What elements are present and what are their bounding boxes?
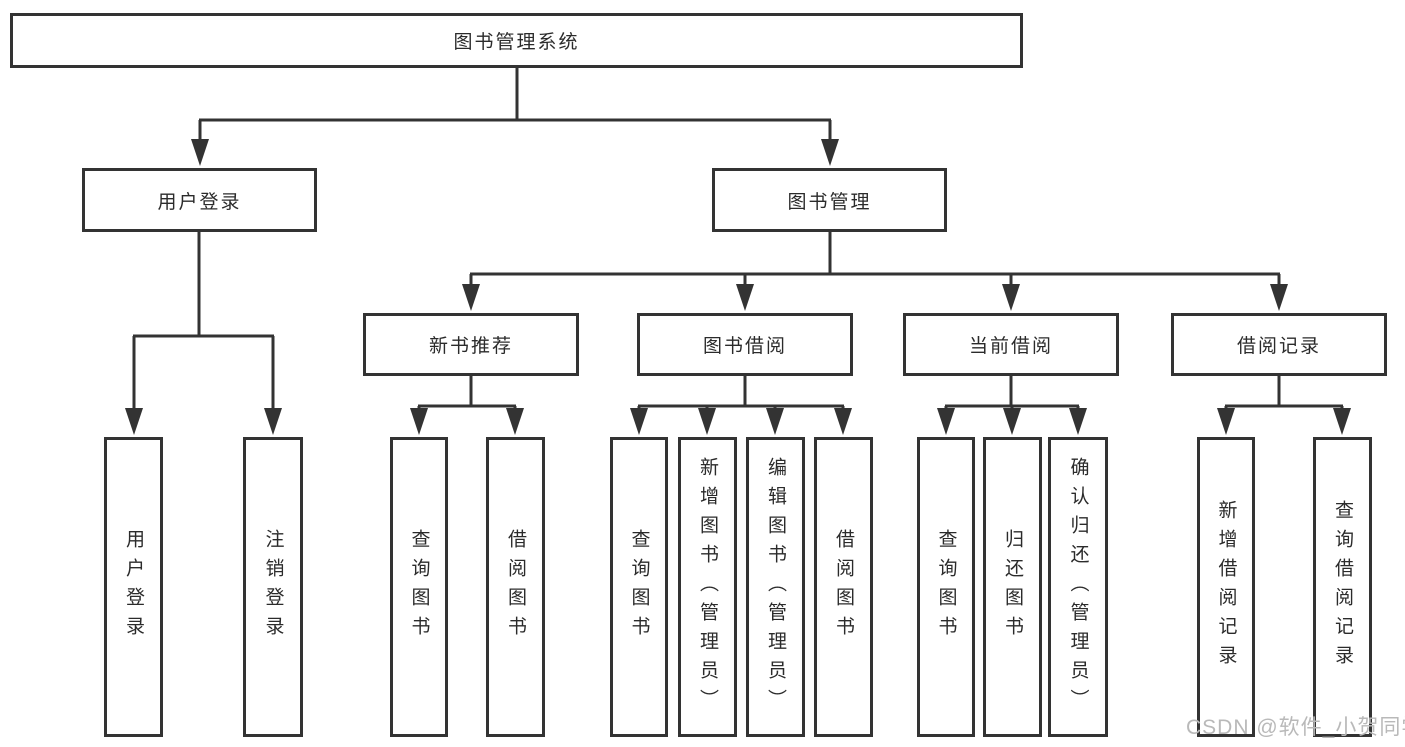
leaf-return-book-label: 归还图书 <box>1002 529 1023 645</box>
leaf-query-book-2: 查询图书 <box>610 437 668 737</box>
node-user-login: 用户登录 <box>82 168 317 232</box>
leaf-user-login: 用户登录 <box>104 437 163 737</box>
leaf-query-book-1-label: 查询图书 <box>408 529 430 645</box>
node-current-borrow: 当前借阅 <box>903 313 1119 376</box>
leaf-add-borrow-record: 新增借阅记录 <box>1197 437 1255 737</box>
leaf-query-book-2-label: 查询图书 <box>628 529 650 645</box>
leaf-return-book: 归还图书 <box>983 437 1042 737</box>
leaf-edit-book-admin: 编辑图书（管理员） <box>746 437 805 737</box>
node-user-login-label: 用户登录 <box>157 191 242 213</box>
node-library-system: 图书管理系统 <box>10 13 1023 68</box>
leaf-query-book-3-label: 查询图书 <box>935 529 957 645</box>
leaf-query-book-1: 查询图书 <box>390 437 448 737</box>
leaf-query-book-3: 查询图书 <box>917 437 975 737</box>
node-book-management-label: 图书管理 <box>787 191 872 213</box>
leaf-logout-label: 注销登录 <box>262 529 284 645</box>
node-borrow-records-label: 借阅记录 <box>1236 336 1321 357</box>
leaf-borrow-book-1-label: 借阅图书 <box>505 529 526 645</box>
leaf-confirm-return-admin: 确认归还（管理员） <box>1048 437 1108 737</box>
leaf-borrow-book-1: 借阅图书 <box>486 437 545 737</box>
node-new-book-recommend-label: 新书推荐 <box>428 336 513 357</box>
node-new-book-recommend: 新书推荐 <box>363 313 579 376</box>
leaf-add-book-admin-label: 新增图书（管理员） <box>697 456 718 718</box>
leaf-user-login-label: 用户登录 <box>123 529 144 645</box>
leaf-query-borrow-record-label: 查询借阅记录 <box>1332 500 1353 674</box>
leaf-add-borrow-record-label: 新增借阅记录 <box>1215 500 1237 674</box>
leaf-add-book-admin: 新增图书（管理员） <box>678 437 737 737</box>
leaf-logout: 注销登录 <box>243 437 303 737</box>
leaf-confirm-return-admin-label: 确认归还（管理员） <box>1067 456 1089 718</box>
csdn-watermark: CSDN @软件_小贺同学 <box>1186 716 1405 739</box>
node-book-borrow: 图书借阅 <box>637 313 853 376</box>
leaf-edit-book-admin-label: 编辑图书（管理员） <box>765 456 786 718</box>
node-current-borrow-label: 当前借阅 <box>968 336 1053 357</box>
leaf-borrow-book-2-label: 借阅图书 <box>833 529 854 645</box>
leaf-borrow-book-2: 借阅图书 <box>814 437 873 737</box>
node-borrow-records: 借阅记录 <box>1171 313 1387 376</box>
leaf-query-borrow-record: 查询借阅记录 <box>1313 437 1372 737</box>
node-book-borrow-label: 图书借阅 <box>702 336 787 357</box>
node-library-system-label: 图书管理系统 <box>453 32 580 53</box>
node-book-management: 图书管理 <box>712 168 947 232</box>
